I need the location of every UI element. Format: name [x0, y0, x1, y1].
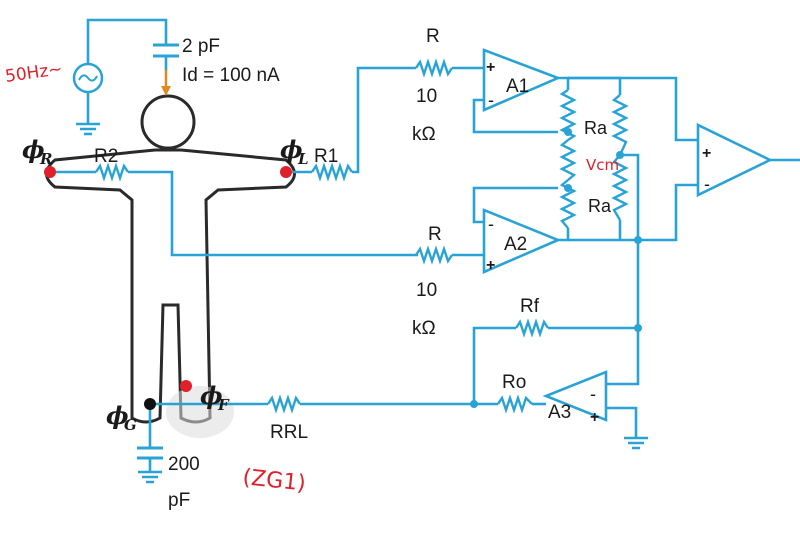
- op-amp-a3: [542, 370, 608, 422]
- r-mid-unit: kΩ: [412, 318, 436, 339]
- wire-vcm-tap: [620, 153, 640, 328]
- cap-bottom-value: 200: [168, 454, 200, 475]
- phi-r-subscript: R: [39, 150, 52, 168]
- r1-label: R1: [314, 146, 338, 167]
- human-body: [45, 94, 296, 424]
- a1-label: A1: [506, 76, 529, 97]
- a3-minus: -: [590, 384, 596, 404]
- wire-source-top: [86, 18, 168, 68]
- foot-shadow: [166, 386, 234, 438]
- junction-dot: [634, 236, 642, 244]
- ra-bottom-label: Ra: [588, 196, 612, 216]
- r-mid-label: R: [428, 224, 442, 245]
- body-outline: [45, 148, 296, 424]
- rrl-label: RRL: [270, 422, 308, 443]
- junction-dot: [470, 400, 478, 408]
- phi-l-symbol: ϕ: [280, 135, 303, 164]
- wire-rf-left: [472, 326, 516, 404]
- a1-plus: +: [486, 59, 495, 76]
- resistors: [95, 58, 629, 414]
- a1-minus: -: [488, 90, 494, 110]
- phi-f-symbol: ϕ: [200, 381, 223, 410]
- cap-bottom-unit: pF: [168, 490, 190, 511]
- diff-plus: +: [702, 145, 711, 162]
- wire-a2-feedback: [472, 186, 558, 224]
- junction-dot: [634, 324, 642, 332]
- ground-icon: [76, 122, 100, 136]
- a3-label: A3: [548, 402, 571, 423]
- wire-ra-top-branch: [568, 76, 622, 95]
- wire-a2-out: [558, 228, 570, 242]
- resistor-r2: [95, 162, 129, 182]
- a2-minus: -: [488, 214, 494, 234]
- phi-g-subscript: G: [124, 416, 137, 434]
- current-label: Id = 100 nA: [182, 65, 280, 86]
- current-arrow-icon: [161, 86, 171, 96]
- r-top-label: R: [426, 26, 440, 47]
- r-top-value: 10: [416, 86, 437, 107]
- electrode-left-arm: [280, 166, 292, 178]
- phi-f-subscript: F: [217, 396, 230, 414]
- junction-dot: [616, 151, 624, 159]
- resistor-rf: [515, 318, 549, 338]
- resistor-rrl: [267, 394, 301, 414]
- sine-wave-icon: [78, 74, 98, 82]
- electrode-right-arm: [44, 166, 56, 178]
- r-mid-value: 10: [416, 280, 437, 301]
- resistor-r-mid: [415, 245, 453, 265]
- op-amp-diff: [696, 122, 773, 198]
- electrode-foot: [180, 380, 192, 392]
- wire-r1-to-a1: [352, 66, 416, 174]
- wire-a1-out: [558, 76, 570, 90]
- junctions: [470, 128, 642, 408]
- r-top-unit: kΩ: [412, 124, 436, 145]
- phi-l-subscript: L: [297, 150, 309, 168]
- resistor-r1: [311, 162, 353, 182]
- op-amp-a2: [482, 208, 562, 274]
- rf-label: Rf: [520, 296, 540, 317]
- wire-a1-to-diff: [568, 76, 698, 142]
- body-head: [140, 94, 196, 150]
- op-amp-a1: [482, 48, 562, 112]
- ro-label: Ro: [502, 372, 526, 393]
- wire-a3-ground: [606, 406, 638, 438]
- resistor-rg-mid: [559, 139, 577, 181]
- wire-rf-right: [548, 326, 640, 386]
- annotation-source: 50Hz~: [4, 59, 64, 87]
- capacitors: [137, 43, 179, 460]
- resistor-ra-top: [611, 94, 629, 156]
- annotation-vcm: Vcm: [586, 156, 619, 174]
- wire-a1-feedback: [472, 98, 558, 134]
- junction-dot: [564, 128, 572, 136]
- ground-icon: [624, 436, 648, 450]
- annotation-zg: (ZG1): [241, 465, 307, 496]
- a2-label: A2: [504, 234, 527, 255]
- op-amps: [482, 48, 773, 422]
- phi-r-symbol: ϕ: [22, 135, 45, 164]
- ground-icon: [138, 470, 162, 484]
- resistor-r-top: [415, 58, 453, 78]
- r2-label: R2: [94, 146, 118, 167]
- junction-dot: [564, 184, 572, 192]
- resistor-ro: [497, 394, 533, 414]
- a3-plus: +: [590, 409, 599, 426]
- wire-a2-to-diff: [568, 183, 698, 242]
- electrode-ground: [144, 398, 156, 410]
- ground-symbols: [76, 122, 648, 484]
- ra-top-label: Ra: [584, 118, 608, 138]
- phi-g-symbol: ϕ: [106, 401, 129, 430]
- diff-minus: -: [704, 174, 710, 194]
- resistor-ra-bottom: [611, 154, 629, 221]
- a2-plus: +: [486, 257, 495, 274]
- wire-r2-to-a2: [128, 170, 418, 257]
- cap-top-label: 2 pF: [182, 36, 220, 57]
